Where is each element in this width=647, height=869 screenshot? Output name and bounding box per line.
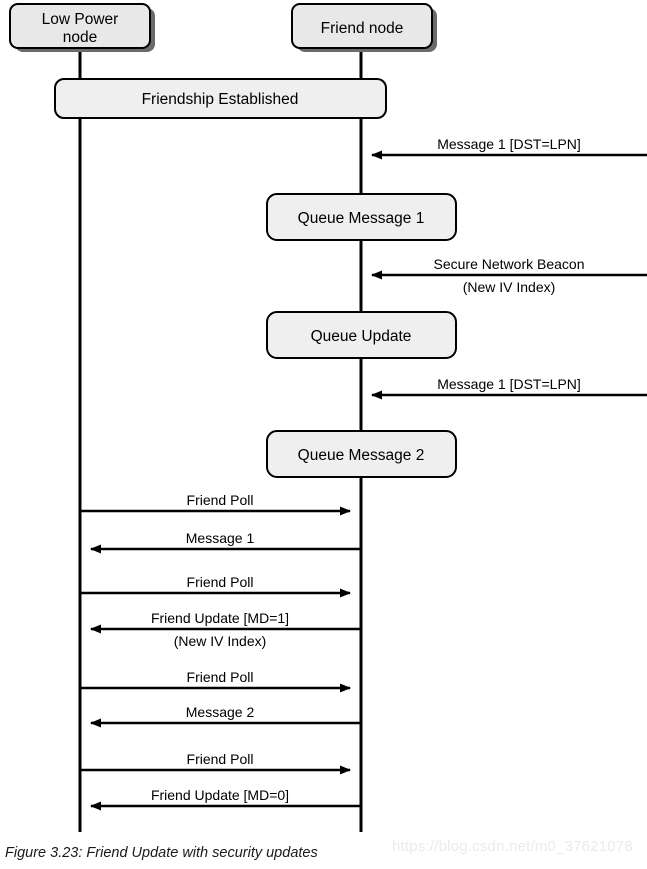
message-label: Friend Poll [187, 492, 254, 508]
message-label: Friend Poll [187, 751, 254, 767]
participant-label-low-power-node-line2: node [63, 29, 97, 46]
activity-box-rect [266, 193, 457, 241]
message-sublabel: (New IV Index) [463, 279, 556, 295]
message-secure-network-beacon[interactable]: Secure Network Beacon (New IV Index) [371, 256, 647, 295]
activity-box-label: Queue Message 1 [298, 210, 425, 227]
participant-label-friend-node-line1: Friend node [321, 20, 404, 37]
message-friend-poll-4[interactable]: Friend Poll [80, 751, 351, 775]
message-label: Message 1 [DST=LPN] [437, 136, 581, 152]
message-label: Secure Network Beacon [434, 256, 585, 272]
message-message-1-to-lpn[interactable]: Message 1 [90, 530, 361, 554]
participant-box-friend-node [291, 3, 433, 49]
activity-box-rect [266, 311, 457, 359]
message-friend-update-md-1[interactable]: Friend Update [MD=1] (New IV Index) [90, 610, 361, 649]
message-label: Message 2 [186, 704, 255, 720]
spanning-box-friendship-established[interactable]: Friendship Established [54, 78, 387, 119]
message-label: Message 1 [186, 530, 255, 546]
activity-box-queue-message-1[interactable]: Queue Message 1 [266, 193, 457, 241]
message-message-1-dst-lpn-inbound-1[interactable]: Message 1 [DST=LPN] [371, 136, 647, 160]
activity-box-queue-update[interactable]: Queue Update [266, 311, 457, 359]
figure-caption: Figure 3.23: Friend Update with security… [5, 845, 318, 861]
activity-box-rect [266, 430, 457, 478]
message-message-1-dst-lpn-inbound-2[interactable]: Message 1 [DST=LPN] [371, 376, 647, 400]
participant-box-low-power-node [9, 3, 151, 49]
message-friend-poll-1[interactable]: Friend Poll [80, 492, 351, 516]
activity-box-label: Queue Update [311, 328, 412, 345]
participant-label-low-power-node-line1: Low Power [42, 11, 119, 28]
message-friend-poll-3[interactable]: Friend Poll [80, 669, 351, 693]
message-message-2-to-lpn[interactable]: Message 2 [90, 704, 361, 728]
spanning-box-label: Friendship Established [142, 91, 299, 108]
message-label: Friend Update [MD=0] [151, 787, 289, 803]
message-sublabel: (New IV Index) [174, 633, 267, 649]
activity-box-queue-message-2[interactable]: Queue Message 2 [266, 430, 457, 478]
spanning-box-rect [54, 78, 387, 119]
participant-friend-node[interactable]: Friend node [291, 3, 437, 52]
activity-box-label: Queue Message 2 [298, 447, 425, 464]
message-friend-poll-2[interactable]: Friend Poll [80, 574, 351, 598]
message-label: Message 1 [DST=LPN] [437, 376, 581, 392]
watermark: https://blog.csdn.net/m0_37621078 [392, 838, 633, 855]
message-label: Friend Poll [187, 574, 254, 590]
message-label: Friend Update [MD=1] [151, 610, 289, 626]
participant-low-power-node[interactable]: Low Power node [9, 3, 155, 52]
message-label: Friend Poll [187, 669, 254, 685]
message-friend-update-md-0[interactable]: Friend Update [MD=0] [90, 787, 361, 811]
